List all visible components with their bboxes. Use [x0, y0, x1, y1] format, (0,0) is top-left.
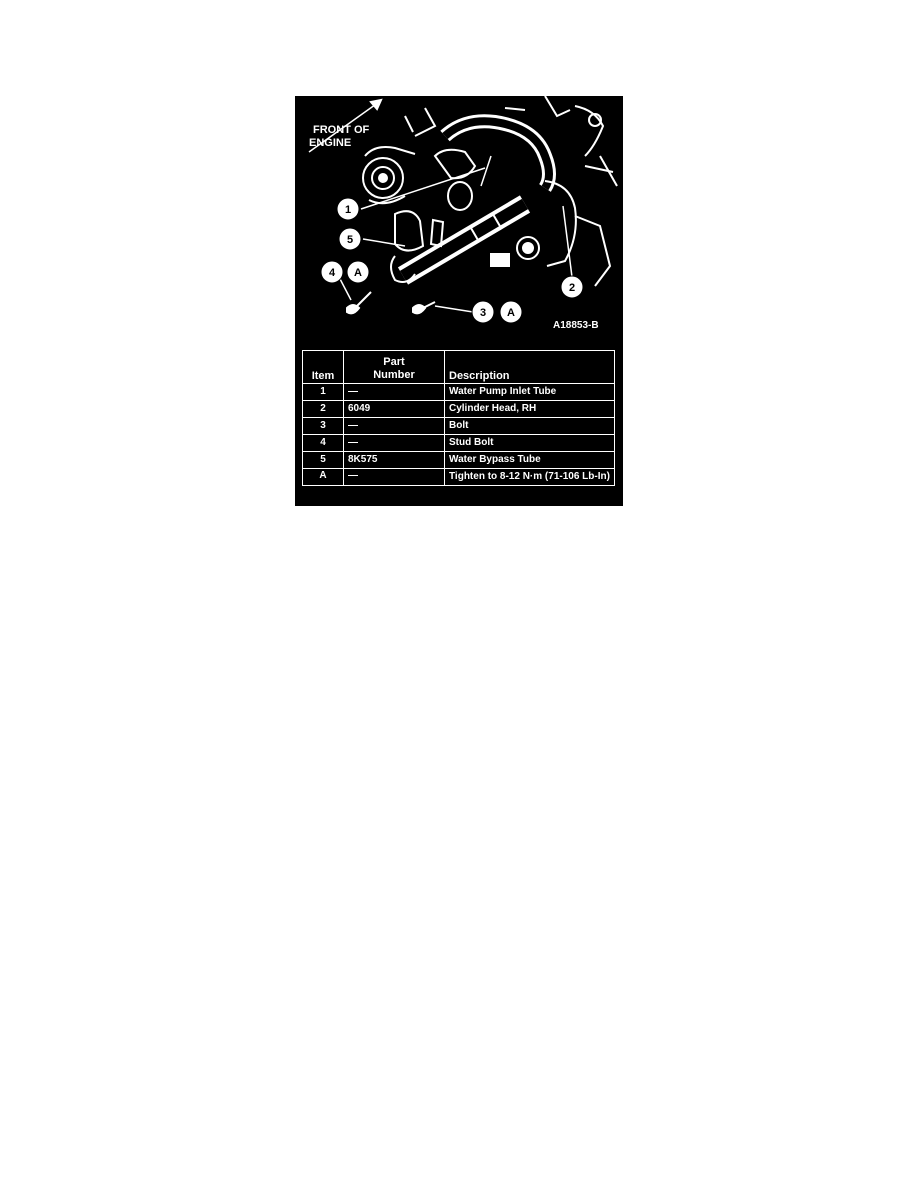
cell-part-number: —	[343, 417, 445, 435]
callout-5: 5	[338, 227, 362, 251]
engine-illustration: FRONT OF ENGINE 1 5 4 A 2 3 A	[308, 96, 618, 331]
cell-description: Tighten to 8-12 N·m (71-106 Lb-In)	[444, 468, 615, 486]
callout-3: 3	[471, 300, 495, 324]
cell-description: Water Bypass Tube	[444, 451, 615, 469]
callout-1: 1	[336, 197, 360, 221]
header-description: Description	[444, 350, 615, 384]
engine-diagram-figure: FRONT OF ENGINE 1 5 4 A 2 3 A	[295, 96, 623, 506]
callout-4-label: 4	[329, 267, 336, 279]
header-part-number: Part Number	[343, 350, 445, 384]
table-row: 1 — Water Pump Inlet Tube	[302, 383, 615, 401]
cell-description: Stud Bolt	[444, 434, 615, 452]
cell-item: 2	[302, 400, 344, 418]
cell-description: Water Pump Inlet Tube	[444, 383, 615, 401]
front-of-engine-label-line2: ENGINE	[309, 137, 351, 149]
table-row: A — Tighten to 8-12 N·m (71-106 Lb-In)	[302, 468, 615, 486]
table-header-row: Item Part Number Description	[302, 350, 615, 384]
callout-2-label: 2	[569, 282, 575, 294]
callout-3-label: 3	[480, 307, 486, 319]
engine-drawing	[308, 96, 618, 315]
cell-part-number: 6049	[343, 400, 445, 418]
cell-part-number: —	[343, 434, 445, 452]
table-row: 3 — Bolt	[302, 417, 615, 435]
cell-item: 5	[302, 451, 344, 469]
header-part-line2: Number	[373, 369, 415, 381]
header-item: Item	[302, 350, 344, 384]
callout-a-stud-label: A	[354, 267, 362, 279]
parts-table: Item Part Number Description 1 — Water P…	[302, 350, 615, 486]
cell-item: 4	[302, 434, 344, 452]
cell-item: 3	[302, 417, 344, 435]
table-row: 2 6049 Cylinder Head, RH	[302, 400, 615, 418]
callout-4: 4	[320, 260, 344, 284]
table-row: 4 — Stud Bolt	[302, 434, 615, 452]
cell-description: Bolt	[444, 417, 615, 435]
table-row: 5 8K575 Water Bypass Tube	[302, 451, 615, 469]
callout-a-stud: A	[346, 260, 370, 284]
callout-a-bolt-label: A	[507, 307, 515, 319]
callout-1-label: 1	[345, 204, 351, 216]
cell-item: 1	[302, 383, 344, 401]
figure-code: A18853-B	[553, 320, 599, 331]
front-of-engine-label-line1: FRONT OF	[313, 124, 369, 136]
cell-part-number: —	[343, 383, 445, 401]
callout-5-label: 5	[347, 234, 353, 246]
callout-2: 2	[560, 275, 584, 299]
cell-item: A	[302, 468, 344, 486]
header-part-line1: Part	[383, 356, 405, 368]
cell-part-number: —	[343, 468, 445, 486]
cell-description: Cylinder Head, RH	[444, 400, 615, 418]
cell-part-number: 8K575	[343, 451, 445, 469]
callout-a-bolt: A	[499, 300, 523, 324]
